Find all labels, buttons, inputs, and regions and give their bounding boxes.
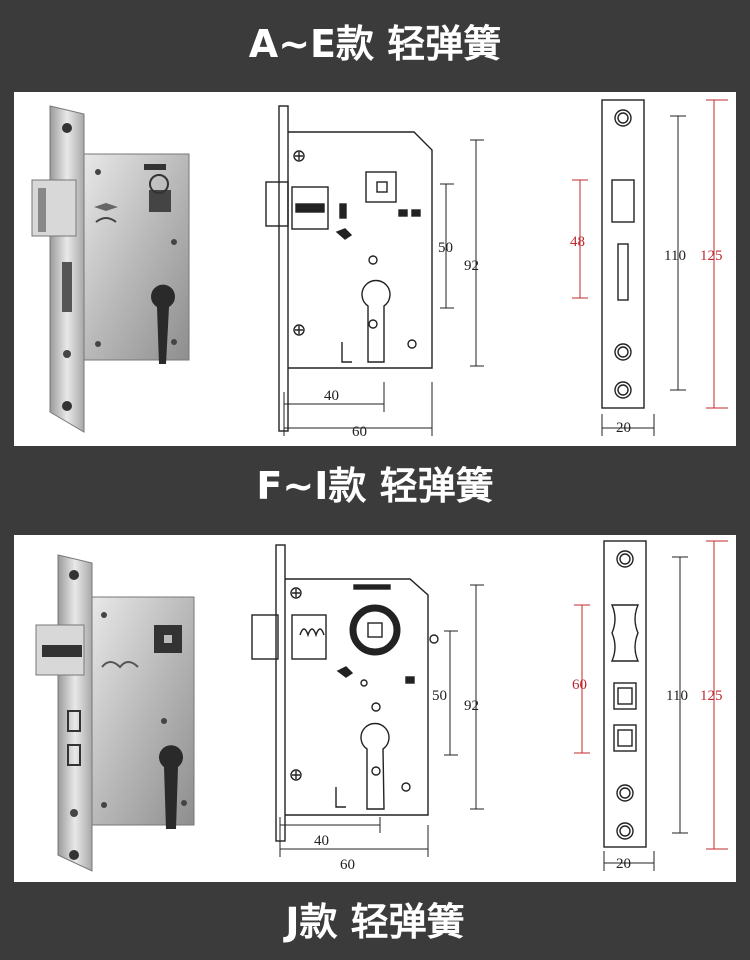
dim-backset: 40	[324, 388, 339, 404]
dim-plate-inner: 110	[666, 688, 688, 704]
faceplate-red-dimensions	[574, 540, 728, 850]
section-heading-f-i: F~I款 轻弹簧	[256, 464, 494, 508]
dim-plate-inner: 110	[664, 248, 686, 264]
front-view-drawing	[251, 544, 439, 842]
section-heading-j: J款 轻弹簧	[285, 900, 465, 944]
dim-center: 50	[432, 688, 447, 704]
dim-backset: 40	[314, 833, 329, 849]
faceplate-dimensions	[601, 115, 686, 436]
dim-plate-outer: 125	[700, 688, 723, 704]
faceplate-drawing	[601, 99, 645, 409]
dim-plate-width: 20	[616, 420, 631, 436]
dim-plate-width: 20	[616, 856, 631, 872]
faceplate-drawing	[603, 540, 647, 848]
faceplate-dimensions	[603, 556, 688, 871]
dim-width: 60	[352, 424, 367, 440]
faceplate-red-dimensions	[572, 99, 728, 409]
dim-plate-outer: 125	[700, 248, 723, 264]
lock-diagram-a-e: 40 60 50 92 20 110	[31, 99, 728, 440]
lock-photo	[31, 105, 190, 433]
front-view-dimensions	[279, 584, 484, 857]
dim-width: 60	[340, 857, 355, 873]
section-heading-a-e: A~E款 轻弹簧	[248, 22, 502, 66]
dim-height: 92	[464, 258, 479, 274]
dim-latch: 60	[572, 677, 587, 693]
front-view-dimensions	[283, 139, 484, 436]
lock-photo	[35, 554, 195, 872]
spec-panel-f-i: 40 60 50 92	[14, 535, 736, 882]
dim-center: 50	[438, 240, 453, 256]
dim-latch: 48	[570, 234, 585, 250]
lock-diagram-f-i: 40 60 50 92	[35, 540, 728, 873]
spec-panel-a-e: 40 60 50 92 20 110	[14, 92, 736, 446]
dim-height: 92	[464, 698, 479, 714]
front-view-drawing	[265, 105, 433, 432]
